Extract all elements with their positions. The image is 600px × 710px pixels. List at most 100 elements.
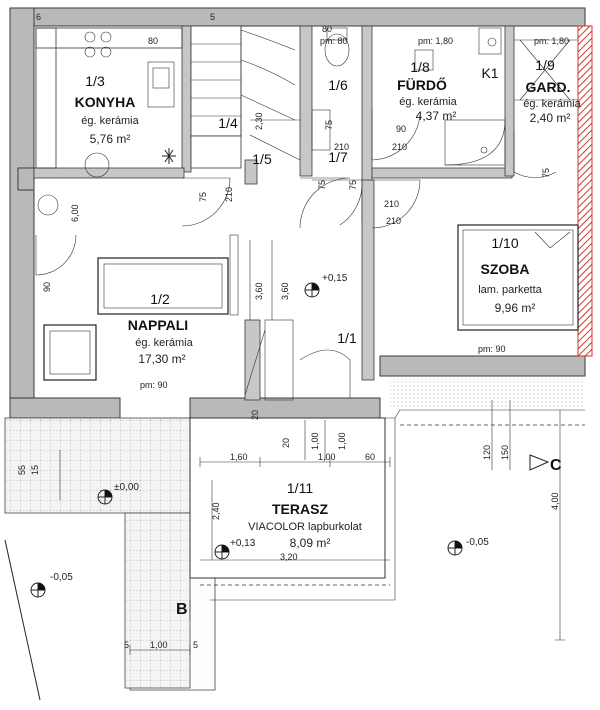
room-material: ég. kerámia [81, 115, 139, 127]
room-1-5: 1/5 [252, 151, 272, 167]
dim: 60 [365, 452, 375, 462]
level-label: +0,13 [230, 538, 256, 549]
room-id: 1/2 [150, 291, 170, 307]
dim: 55 [17, 465, 27, 475]
dim: 150 [500, 445, 510, 460]
room-name: NAPPALI [128, 317, 188, 333]
walls [9, 7, 593, 419]
room-terasz: 1/11 TERASZ VIACOLOR lapburkolat 8,09 m² [248, 480, 362, 550]
dim: 5 [193, 640, 198, 650]
dim: 3,60 [280, 282, 290, 300]
level-label: -0,05 [50, 572, 73, 583]
section-marker-b: B [176, 601, 188, 618]
level-label: +0,15 [322, 273, 348, 284]
dim: 210 [384, 199, 399, 209]
room-id: 1/8 [410, 59, 430, 75]
dim: 20 [281, 438, 291, 448]
dim: 2,30 [254, 112, 264, 130]
room-area: 4,37 m² [416, 109, 457, 123]
room-szoba: 1/10 SZOBA lam. parketta 9,96 m² [478, 235, 542, 315]
dim: 1,00 [310, 432, 320, 450]
room-id: 1/10 [491, 235, 518, 251]
dimension-texts: 80 80 6 5 6,00 90 90 210 210 210 210 75 … [17, 12, 560, 650]
room-id: 1/9 [535, 57, 555, 73]
level-label: -0,05 [466, 537, 489, 548]
dim: 5 [124, 640, 129, 650]
fixtures [35, 27, 579, 381]
room-area: 17,30 m² [138, 352, 185, 366]
room-name: SZOBA [481, 261, 530, 277]
pm-label: pm: 1,80 [534, 36, 569, 46]
dim: 75 [541, 168, 551, 178]
dim: 1,00 [150, 640, 168, 650]
level-mark-right [447, 540, 463, 556]
room-name: FÜRDŐ [397, 76, 447, 93]
dim: 210 [224, 187, 234, 202]
room-id: 1/4 [218, 115, 238, 131]
dim: 120 [482, 445, 492, 460]
room-nappali: 1/2 NAPPALI ég. kerámia 17,30 m² [128, 291, 194, 366]
room-id: 1/1 [337, 330, 357, 346]
dim: 90 [42, 282, 52, 292]
pm-label: pm: 80 [320, 36, 348, 46]
staircase [190, 25, 301, 169]
room-area: 8,09 m² [290, 536, 331, 550]
dim: 75 [317, 180, 327, 190]
room-id: 1/11 [287, 480, 313, 496]
room-material: ég. kerámia [523, 98, 581, 110]
room-id: 1/6 [328, 77, 348, 93]
dim: 5 [210, 12, 215, 22]
dim: 210 [386, 216, 401, 226]
dim: 75 [348, 180, 358, 190]
room-id: 1/3 [85, 73, 105, 89]
room-material: ég. kerámia [399, 96, 457, 108]
dim: 1,00 [318, 452, 336, 462]
level-marks [30, 282, 463, 598]
dim: 80 [322, 24, 332, 34]
dim: 2,40 [211, 502, 221, 520]
room-name: TERASZ [272, 501, 328, 517]
level-mark-nappali [304, 282, 320, 298]
dim: 6,00 [70, 204, 80, 222]
room-id: 1/5 [252, 151, 272, 167]
boiler-label: K1 [481, 65, 498, 81]
room-material: lam. parketta [478, 284, 542, 296]
red-hatched-wall [577, 25, 593, 357]
level-mark-paving [97, 489, 113, 505]
dim: 6 [36, 12, 41, 22]
dimension-lines [4, 240, 565, 701]
dim: 3,60 [254, 282, 264, 300]
pm-label: pm: 1,80 [418, 36, 453, 46]
dim: 90 [396, 124, 406, 134]
dim: 80 [148, 36, 158, 46]
section-marker-c: C [550, 457, 562, 474]
dim: 4,00 [550, 492, 560, 510]
room-name: KONYHA [75, 94, 136, 110]
dim: 210 [392, 142, 407, 152]
room-area: 2,40 m² [530, 111, 571, 125]
room-material: VIACOLOR lapburkolat [248, 521, 362, 533]
level-label: ±0,00 [114, 482, 139, 493]
dim: 20 [250, 410, 260, 420]
dim: 1,60 [230, 452, 248, 462]
room-gard: 1/9 GARD. ég. kerámia 2,40 m² [523, 57, 581, 125]
dim: 15 [30, 465, 40, 475]
pm-label: pm: 90 [478, 344, 506, 354]
level-mark-left [30, 582, 46, 598]
room-1-6: 1/6 [328, 77, 348, 93]
dim: 75 [324, 120, 334, 130]
room-1-1: 1/1 [337, 330, 357, 346]
room-material: ég. kerámia [135, 337, 193, 349]
dim: 3,20 [280, 552, 298, 562]
room-1-4: 1/4 [218, 115, 238, 131]
misc-labels: K1 pm: 80 pm: 1,80 pm: 1,80 pm: 90 pm: 9… [50, 36, 569, 618]
room-furdo: 1/8 FÜRDŐ ég. kerámia 4,37 m² [397, 59, 458, 123]
room-id: 1/7 [328, 149, 348, 165]
dim: 210 [334, 142, 349, 152]
room-area: 9,96 m² [495, 301, 536, 315]
room-konyha: 1/3 KONYHA ég. kerámia 5,76 m² [75, 73, 140, 146]
room-1-7: 1/7 [328, 149, 348, 165]
room-area: 5,76 m² [90, 132, 131, 146]
terrace-area [4, 378, 585, 691]
